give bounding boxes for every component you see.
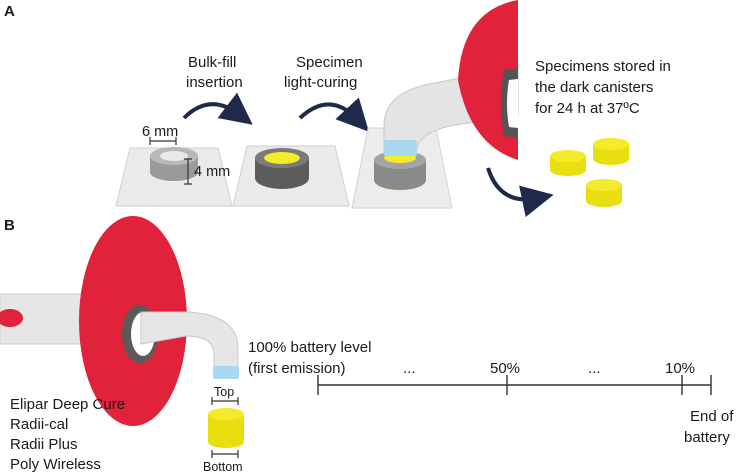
light-guide-tip-b — [213, 366, 239, 379]
specimen-disc-b — [208, 408, 244, 448]
width-dimension — [149, 137, 177, 145]
arrow-step-3 — [486, 167, 554, 217]
top-dimension — [211, 397, 239, 405]
device-2: Radii-cal — [10, 416, 68, 433]
timeline-ellipsis-1: ... — [403, 360, 416, 377]
curing-light-b — [0, 216, 239, 426]
storage-line1: Specimens stored in — [535, 58, 671, 75]
arrow-step-2 — [298, 97, 369, 132]
device-4: Poly Wireless — [10, 456, 101, 473]
storage-line3: for 24 h at 37ºC — [535, 100, 640, 117]
specimen-disc-1 — [550, 150, 586, 176]
height-dimension — [184, 158, 192, 185]
empty-mold-on-slide — [115, 147, 233, 207]
timeline-end-line1: End of — [690, 408, 734, 425]
battery-timeline — [317, 375, 712, 395]
panel-b-label: B — [4, 217, 15, 234]
bottom-dimension — [211, 450, 239, 458]
specimen-disc-2 — [593, 138, 629, 165]
light-guide-tip-a — [384, 140, 417, 156]
timeline-end-line2: battery — [684, 429, 730, 446]
step1-line2: insertion — [186, 74, 243, 91]
top-label: Top — [214, 385, 234, 399]
specimen-disc-3 — [586, 179, 622, 207]
curing-setup — [351, 0, 519, 209]
filled-mold-on-slide — [232, 145, 350, 207]
timeline-50-label: 50% — [490, 360, 520, 377]
timeline-10-label: 10% — [665, 360, 695, 377]
stored-specimens — [550, 138, 629, 207]
panel-a-label: A — [4, 3, 15, 20]
arrow-step-1 — [182, 92, 253, 125]
storage-line2: the dark canisters — [535, 79, 653, 96]
step2-line1: Specimen — [296, 54, 363, 71]
device-3: Radii Plus — [10, 436, 78, 453]
step1-line1: Bulk-fill — [188, 54, 236, 71]
timeline-start-line2: (first emission) — [248, 360, 346, 377]
timeline-start-line1: 100% battery level — [248, 339, 371, 356]
timeline-ellipsis-2: ... — [588, 360, 601, 377]
height-dimension-label: 4 mm — [194, 164, 230, 180]
device-1: Elipar Deep Cure — [10, 396, 125, 413]
bottom-label: Bottom — [203, 460, 243, 474]
width-dimension-label: 6 mm — [142, 124, 178, 140]
bulk-fill-composite-top — [264, 152, 300, 164]
step2-line2: light-curing — [284, 74, 357, 91]
